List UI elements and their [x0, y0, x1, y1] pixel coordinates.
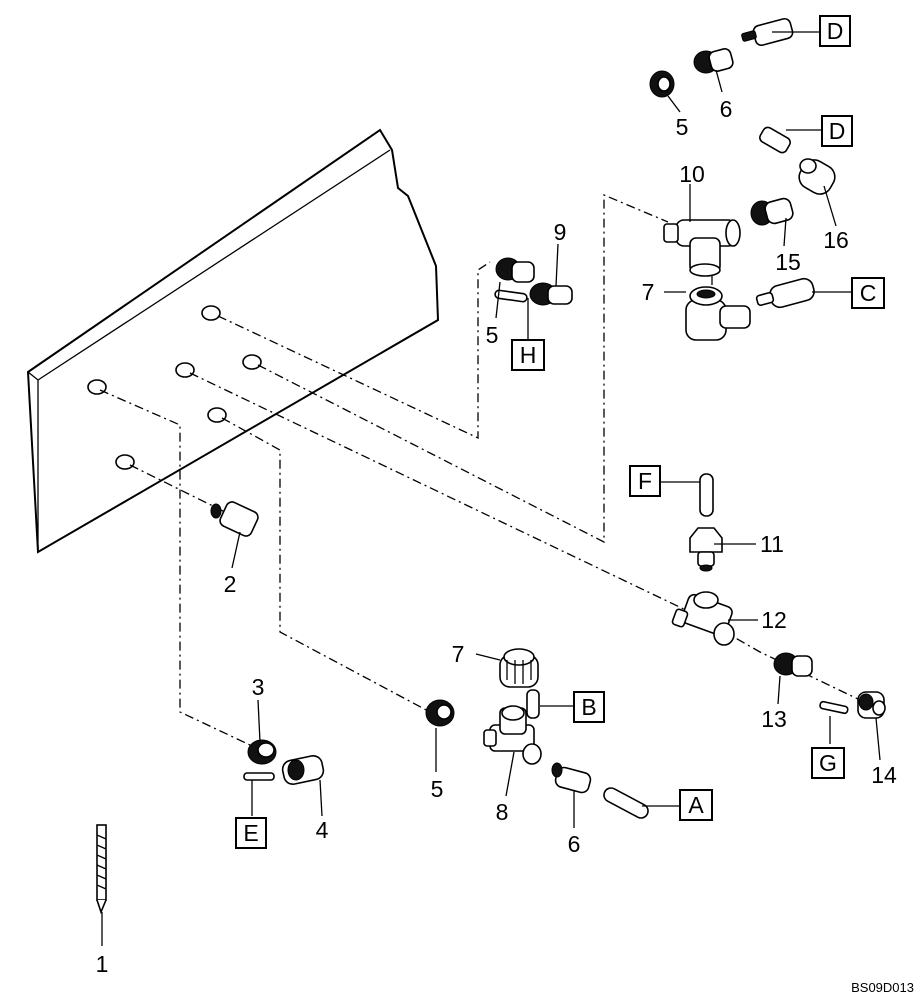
box-f-label: F: [638, 468, 652, 494]
part-14-elbow: [857, 691, 886, 719]
box-d-top-label: D: [827, 18, 844, 44]
callout-9: 9: [554, 219, 567, 245]
callout-12: 12: [761, 607, 787, 633]
connection-boxes: D D C H F B A G: [235, 15, 885, 849]
callout-5-mid: 5: [486, 322, 499, 348]
box-e-label: E: [243, 820, 258, 846]
part-e-tube: [243, 772, 275, 781]
part-5-top-fitting: [649, 70, 675, 98]
part-16-elbow: [798, 158, 836, 195]
part-8-tee: [483, 705, 542, 765]
box-b: B: [573, 691, 605, 723]
plate-hole: [201, 305, 221, 321]
callout-1: 1: [96, 951, 109, 977]
part-4-fitting: [281, 754, 325, 786]
callout-16: 16: [823, 227, 849, 253]
box-d-top: D: [819, 15, 851, 47]
drawing-code: BS09D013: [851, 980, 914, 995]
box-h: H: [511, 339, 545, 371]
callout-10: 10: [679, 161, 705, 187]
plate-hole: [115, 454, 135, 470]
part-12-tee: [671, 591, 735, 646]
part-11-fitting: [689, 527, 723, 572]
part-6-top-fitting: [693, 48, 734, 74]
part-h-tube: [494, 289, 528, 303]
part-3-fitting: [247, 739, 277, 765]
part-a-tube: [603, 787, 649, 819]
part-6-lower-fitting: [551, 762, 592, 794]
part-f-tube: [699, 473, 714, 517]
mounting-plate: [26, 128, 440, 554]
box-g-label: G: [819, 750, 837, 776]
box-d-second-label: D: [829, 118, 846, 144]
part-7-top-fitting: [685, 286, 751, 341]
callout-14: 14: [871, 762, 897, 788]
box-c: C: [851, 277, 885, 309]
callout-6-top: 6: [720, 96, 733, 122]
box-g: G: [811, 747, 845, 779]
box-h-label: H: [520, 342, 537, 368]
part-15-fitting: [750, 197, 794, 226]
callout-2: 2: [224, 571, 237, 597]
part-1-bolt: [96, 824, 107, 915]
callout-11: 11: [760, 531, 784, 557]
part-7-lower-fitting: [499, 648, 539, 688]
callout-8: 8: [496, 799, 509, 825]
box-f: F: [629, 465, 661, 497]
box-b-label: B: [581, 694, 596, 720]
part-5-mid-fitting: [495, 257, 535, 283]
plate-hole: [242, 354, 262, 370]
part-9-fitting: [529, 282, 573, 306]
callout-5-top: 5: [676, 114, 689, 140]
callout-4: 4: [316, 817, 329, 843]
leader-lines: [101, 31, 881, 946]
part-13-fitting: [773, 652, 813, 677]
part-5-lower-fitting: [425, 699, 455, 727]
part-d-second-tube: [759, 126, 791, 154]
box-a-label: A: [688, 792, 704, 818]
part-c-tube: [755, 277, 815, 309]
callout-7-lower: 7: [452, 641, 465, 667]
callout-7-top: 7: [642, 279, 655, 305]
plate-hole: [175, 362, 195, 378]
callout-3: 3: [252, 674, 265, 700]
box-e: E: [235, 817, 267, 849]
box-a: A: [679, 789, 713, 821]
part-b-tube: [526, 689, 540, 719]
plate-hole: [207, 407, 227, 423]
callout-5-lower: 5: [431, 776, 444, 802]
part-g-tube: [819, 700, 849, 715]
callout-6-lower: 6: [568, 831, 581, 857]
part-10-tee: [663, 219, 741, 277]
box-d-second: D: [821, 115, 853, 147]
part-2-fitting: [210, 501, 259, 537]
callout-13: 13: [761, 706, 787, 732]
box-c-label: C: [860, 280, 877, 306]
callout-numbers: 5 6 10 16 15 7 9 5 11 12 13 14 7 8 6 5 2…: [96, 96, 897, 977]
callout-15: 15: [775, 249, 801, 275]
